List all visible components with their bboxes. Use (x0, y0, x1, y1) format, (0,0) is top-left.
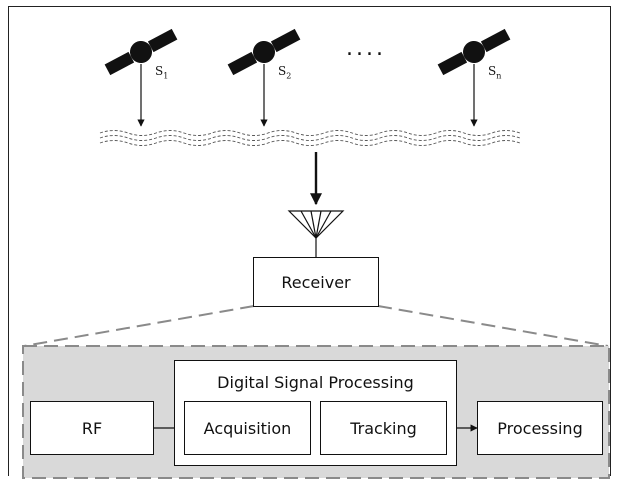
satellite-2-icon (227, 28, 301, 76)
rf-box: RF (30, 401, 154, 455)
satellite-1-label: S1 (155, 64, 169, 81)
more-satellites-ellipsis: .... (346, 36, 386, 61)
satellite-n-label: Sn (488, 64, 502, 81)
processing-box: Processing (477, 401, 603, 455)
acquisition-label: Acquisition (203, 418, 292, 438)
acquisition-box: Acquisition (184, 401, 311, 455)
receiver-label: Receiver (281, 272, 351, 292)
satellite-2-label: S2 (278, 64, 292, 81)
figure-frame (8, 6, 611, 476)
expansion-lines (23, 305, 609, 347)
satellite-n-icon (437, 28, 511, 76)
antenna-icon (287, 210, 345, 257)
satellite-1-icon (104, 28, 178, 76)
rf-label: RF (81, 418, 103, 438)
tracking-label: Tracking (350, 418, 417, 438)
atmosphere-waves (99, 130, 521, 146)
tracking-box: Tracking (320, 401, 447, 455)
processing-label: Processing (497, 418, 583, 438)
receiver-box: Receiver (253, 257, 379, 307)
dsp-title: Digital Signal Processing (217, 373, 414, 392)
